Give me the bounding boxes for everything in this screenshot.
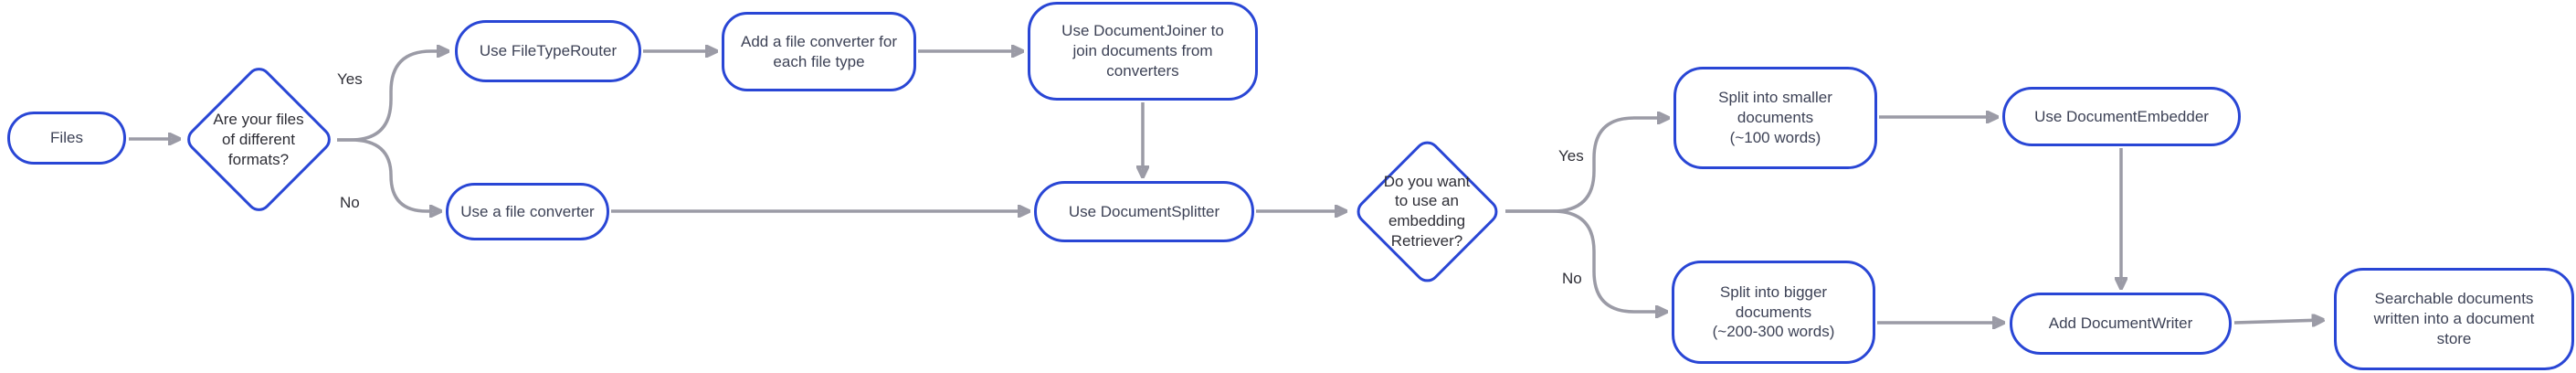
node-document-splitter: Use DocumentSplitter	[1034, 181, 1254, 242]
edge-documentwriter-to-searchable	[2233, 320, 2323, 323]
decision-embedding-retriever-label: Do you want to use an embedding Retrieve…	[1383, 172, 1471, 250]
edge-formats-yes-to-filetyperouter	[337, 51, 448, 142]
node-searchable-documents: Searchable documents written into a docu…	[2334, 268, 2574, 370]
node-document-writer: Add DocumentWriter	[2010, 293, 2232, 355]
node-split-bigger-documents: Split into bigger documents (~200-300 wo…	[1672, 261, 1875, 364]
node-file-type-router: Use FileTypeRouter	[455, 20, 641, 82]
node-document-joiner: Use DocumentJoiner to join documents fro…	[1028, 2, 1258, 101]
edge-label-embedding-no: No	[1562, 270, 1582, 287]
edge-formats-no-to-fileconverter	[337, 138, 440, 211]
node-split-smaller-documents: Split into smaller documents (~100 words…	[1673, 67, 1877, 169]
edge-label-formats-no: No	[340, 194, 360, 211]
edge-label-formats-yes: Yes	[337, 70, 363, 88]
edge-embedding-no-to-splitbigger	[1505, 209, 1666, 312]
node-files: Files	[7, 112, 126, 165]
edge-label-embedding-yes: Yes	[1558, 147, 1584, 165]
node-file-converter: Use a file converter	[446, 183, 609, 240]
decision-file-formats-label: Are your files of different formats?	[213, 111, 304, 168]
edge-embedding-yes-to-splitsmaller	[1505, 118, 1668, 213]
node-document-embedder: Use DocumentEmbedder	[2002, 87, 2241, 146]
node-add-file-converter: Add a file converter for each file type	[722, 12, 916, 91]
